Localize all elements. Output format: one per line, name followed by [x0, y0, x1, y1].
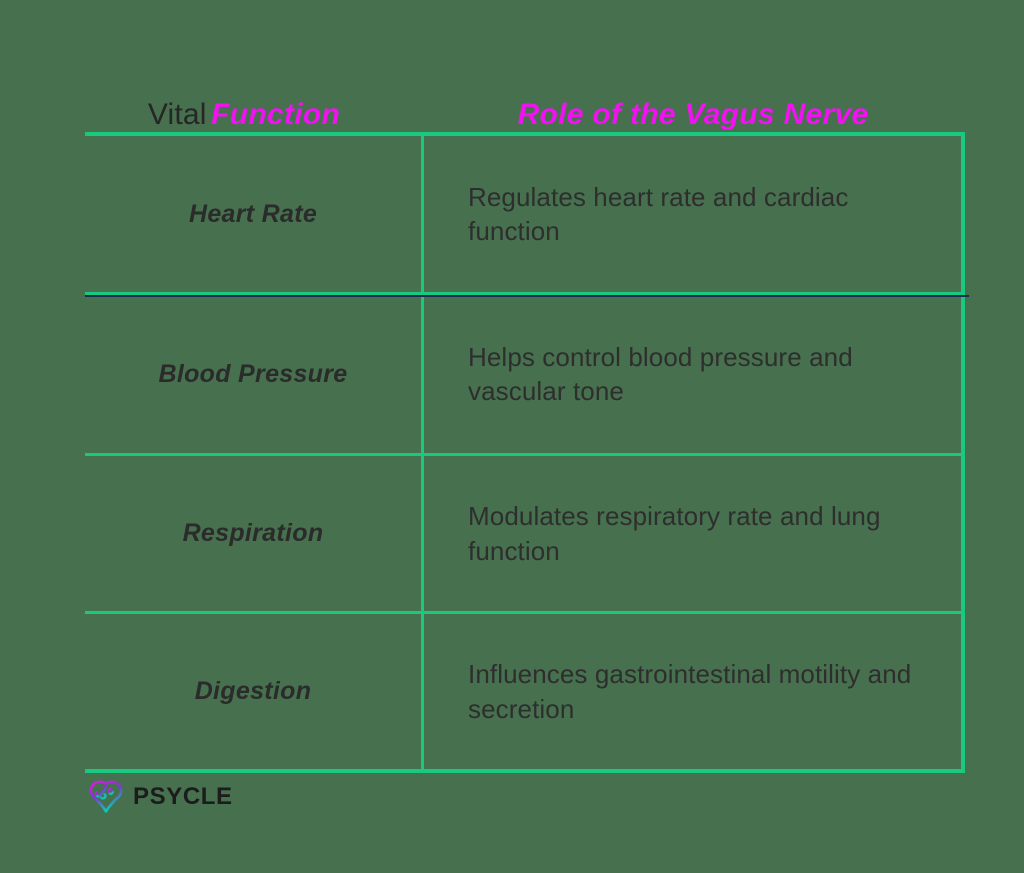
- vital-function-table-container: Vital Function Role of the Vagus Nerve H…: [85, 50, 969, 773]
- header-function-accent: Function: [211, 98, 341, 131]
- role-description: Regulates heart rate and cardiac functio…: [468, 181, 849, 246]
- function-label: Respiration: [182, 519, 324, 547]
- table-row: Digestion Influences gastrointestinal mo…: [85, 611, 963, 771]
- header-role-label: Role of the Vagus Nerve: [517, 98, 869, 131]
- vital-function-table: Heart Rate Regulates heart rate and card…: [85, 132, 965, 773]
- cell-function: Digestion: [85, 611, 424, 771]
- cell-role: Influences gastrointestinal motility and…: [422, 611, 963, 771]
- brand-logo: PSYCLE: [88, 780, 233, 814]
- cell-function: Respiration: [85, 453, 424, 613]
- role-description: Influences gastrointestinal motility and…: [468, 659, 912, 724]
- role-description: Modulates respiratory rate and lung func…: [468, 501, 881, 566]
- header-function-prefix: Vital: [147, 98, 207, 131]
- cell-role: Regulates heart rate and cardiac functio…: [423, 134, 964, 294]
- header-cell-role: Role of the Vagus Nerve: [421, 98, 965, 132]
- header-cell-function: Vital Function: [85, 98, 421, 132]
- cell-role: Helps control blood pressure and vascula…: [422, 292, 963, 455]
- table-row: Heart Rate Regulates heart rate and card…: [85, 134, 963, 294]
- table-row: Respiration Modulates respiratory rate a…: [85, 453, 963, 613]
- table-row: Blood Pressure Helps control blood press…: [85, 292, 963, 455]
- role-description: Helps control blood pressure and vascula…: [468, 341, 853, 406]
- function-label: Blood Pressure: [158, 359, 348, 388]
- brand-wordmark: PSYCLE: [133, 783, 233, 810]
- cell-function: Heart Rate: [85, 134, 424, 294]
- divider-accent-rule: [85, 295, 969, 297]
- function-label: Digestion: [194, 677, 312, 705]
- brain-icon: [89, 780, 123, 813]
- table-header-row: Vital Function Role of the Vagus Nerve: [85, 50, 965, 132]
- cell-function: Blood Pressure: [85, 292, 424, 455]
- cell-role: Modulates respiratory rate and lung func…: [422, 453, 963, 613]
- function-label: Heart Rate: [188, 199, 318, 228]
